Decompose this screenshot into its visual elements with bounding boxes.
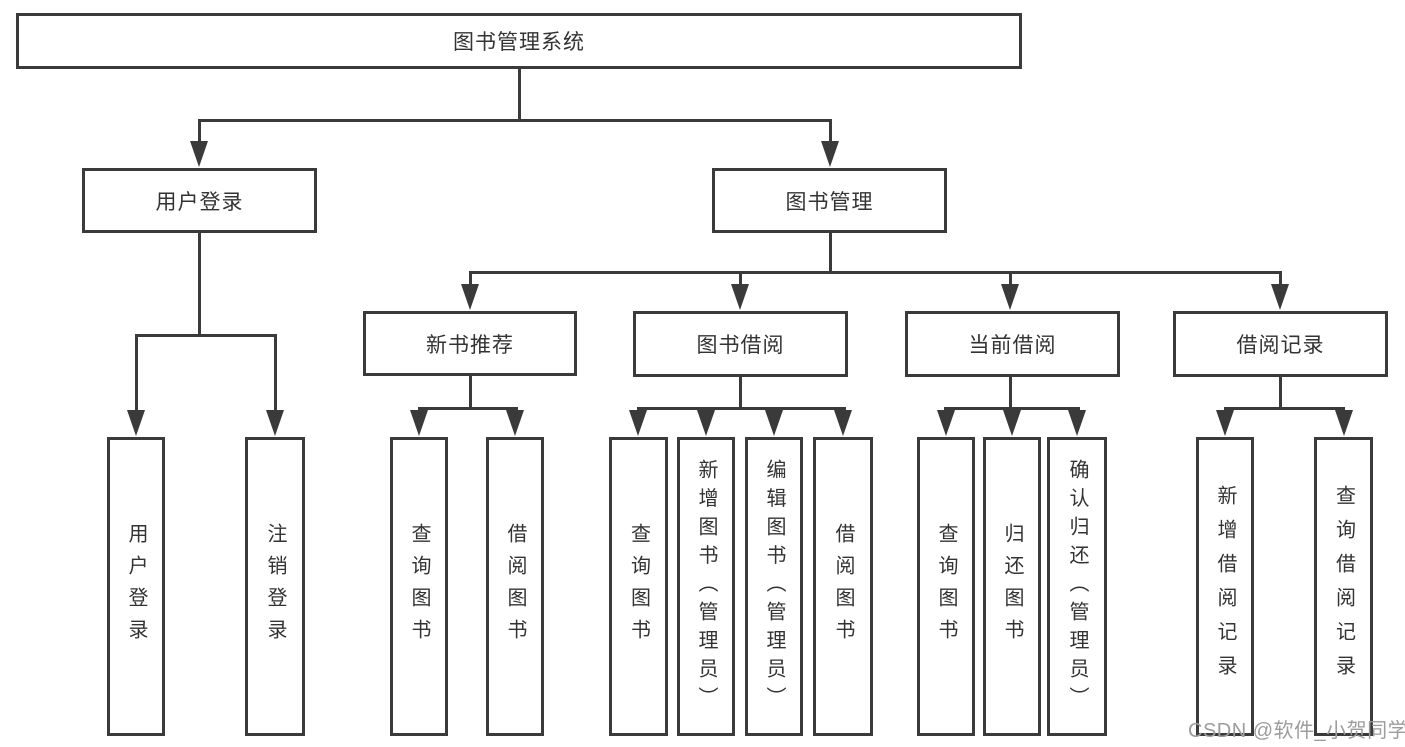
arrowhead-icon [1003,410,1021,436]
node-label: 图书管理 [785,190,874,214]
connector-vline [1009,272,1012,288]
connector-hline [637,407,846,410]
node-label: 借阅记录 [1236,334,1325,357]
node-label: 新增图书（管理员） [695,458,717,715]
node-leaf-query-books-borrowing: 查询图书 [609,437,668,736]
connector-vline [1279,376,1282,409]
node-leaf-borrow-books-recommend: 借阅图书 [486,437,544,736]
connector-hline [418,407,518,410]
node-leaf-user-login: 用户登录 [107,437,165,736]
arrowhead-icon [697,410,715,436]
node-label: 确认归还（管理员） [1066,458,1088,715]
node-label: 查询图书 [935,522,957,651]
node-leaf-confirm-return-admin: 确认归还（管理员） [1047,437,1107,736]
node-leaf-add-books-admin: 新增图书（管理员） [677,437,735,736]
arrowhead-icon [629,410,647,436]
connector-hline [1224,407,1345,410]
connector-hline [135,334,277,337]
node-label: 用户登录 [155,190,244,214]
arrowhead-icon [834,410,852,436]
arrowhead-icon [1271,284,1289,310]
node-borrowing-records: 借阅记录 [1173,311,1388,377]
connector-vline [198,120,201,144]
node-label: 编辑图书（管理员） [763,458,785,715]
node-label: 借阅图书 [504,522,526,651]
connector-vline [739,376,742,409]
arrowhead-icon [461,284,479,310]
node-root: 图书管理系统 [16,13,1022,69]
connector-hline [469,271,1282,274]
node-leaf-query-books-recommend: 查询图书 [390,437,448,736]
arrowhead-icon [127,410,145,436]
connector-vline [829,233,832,274]
connector-vline [1009,376,1012,409]
connector-vline [198,233,201,337]
node-leaf-logout: 注销登录 [245,437,305,736]
arrowhead-icon [1216,410,1234,436]
connector-vline [739,272,742,288]
node-leaf-query-books-current: 查询图书 [917,437,975,736]
node-label: 注销登录 [264,522,286,651]
node-label: 用户登录 [125,522,147,651]
connector-vline [469,272,472,288]
node-user-login-group: 用户登录 [82,168,317,233]
node-leaf-edit-books-admin: 编辑图书（管理员） [745,437,803,736]
arrowhead-icon [937,410,955,436]
arrowhead-icon [1068,410,1086,436]
node-label: 借阅图书 [832,522,854,651]
arrowhead-icon [821,141,839,167]
node-label: 归还图书 [1001,522,1023,651]
node-new-book-recommend: 新书推荐 [363,311,577,376]
connector-vline [518,69,521,122]
connector-hline [944,407,1080,410]
node-label: 新增借阅记录 [1214,484,1236,689]
arrowhead-icon [506,410,524,436]
connector-vline [829,120,832,144]
node-label: 图书管理系统 [453,31,585,54]
node-leaf-query-borrow-record: 查询借阅记录 [1314,437,1373,736]
node-leaf-return-books: 归还图书 [983,437,1041,736]
node-label: 新书推荐 [426,333,514,357]
arrowhead-icon [1001,284,1019,310]
arrowhead-icon [266,410,284,436]
watermark: CSDN @软件_小贺同学 [1188,720,1405,742]
connector-vline [135,336,138,414]
node-leaf-borrow-books-borrowing: 借阅图书 [813,437,873,736]
node-label: 图书借阅 [696,334,785,357]
node-book-management: 图书管理 [712,168,947,233]
node-book-borrowing: 图书借阅 [633,311,848,377]
arrowhead-icon [765,410,783,436]
node-leaf-add-borrow-record: 新增借阅记录 [1196,437,1254,736]
node-label: 查询图书 [627,522,650,651]
node-current-borrowing: 当前借阅 [905,311,1120,377]
connector-vline [274,336,277,414]
node-label: 查询图书 [408,522,430,651]
connector-vline [1279,272,1282,288]
connector-hline [198,119,832,122]
arrowhead-icon [190,141,208,167]
arrowhead-icon [731,284,749,310]
connector-vline [469,376,472,409]
node-label: 当前借阅 [968,334,1057,357]
arrowhead-icon [1335,410,1353,436]
node-label: 查询借阅记录 [1332,484,1355,689]
arrowhead-icon [410,410,428,436]
